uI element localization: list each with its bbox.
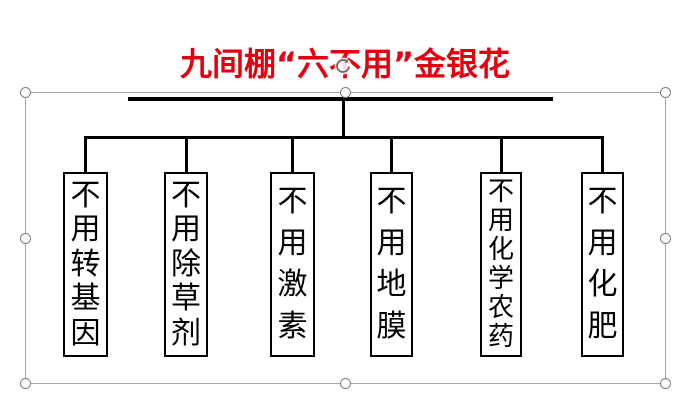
connector-top-bar [128, 97, 553, 101]
connector-stem [342, 100, 345, 138]
node-label-glyph: 化 [587, 267, 618, 303]
selection-handle-top-left[interactable] [19, 86, 31, 98]
node-box-herbicide[interactable]: 不用除草剂 [164, 172, 208, 357]
connector-branch [84, 136, 604, 139]
node-label-glyph: 地 [376, 267, 407, 303]
node-label-glyph: 不 [587, 184, 618, 220]
node-label-glyph: 草 [171, 281, 201, 316]
node-label-glyph: 化 [487, 235, 514, 265]
node-label-glyph: 不 [487, 177, 514, 207]
node-label-glyph: 用 [277, 225, 308, 261]
node-label-glyph: 转 [70, 246, 101, 282]
node-box-mulch-film[interactable]: 不用地膜 [370, 172, 413, 357]
connector-drop [84, 138, 87, 173]
selection-frame[interactable] [25, 92, 666, 384]
node-label-glyph: 学 [487, 264, 514, 294]
selection-handle-top[interactable] [339, 86, 351, 98]
selection-handle-top-right[interactable] [659, 86, 671, 98]
node-box-gmo[interactable]: 不用转基因 [63, 172, 108, 357]
connector-drop [185, 138, 188, 173]
node-label: 不用激素 [272, 174, 313, 355]
node-label-glyph: 不 [376, 184, 407, 220]
node-label-glyph: 用 [487, 206, 514, 236]
node-box-fertilizer[interactable]: 不用化肥 [581, 172, 624, 357]
node-label: 不用转基因 [65, 174, 106, 355]
node-label-glyph: 药 [487, 322, 514, 352]
selection-handle-bottom-right[interactable] [659, 377, 671, 389]
node-label-glyph: 用 [70, 212, 101, 247]
node-label-glyph: 膜 [376, 308, 407, 344]
connector-drop [390, 138, 393, 173]
selection-handle-bottom-left[interactable] [19, 377, 31, 389]
connector-drop [291, 138, 294, 173]
selection-handle-bottom[interactable] [339, 377, 351, 389]
node-box-hormone[interactable]: 不用激素 [270, 172, 315, 357]
node-label-glyph: 农 [487, 293, 514, 323]
node-label-glyph: 用 [376, 225, 407, 261]
node-label-glyph: 不 [171, 177, 201, 213]
connector-drop [601, 138, 604, 173]
node-box-pesticide[interactable]: 不用化学农药 [480, 172, 522, 357]
node-label-glyph: 不 [70, 177, 101, 213]
node-label-glyph: 素 [277, 308, 308, 344]
node-label-glyph: 剂 [171, 315, 201, 351]
node-label-glyph: 用 [171, 212, 201, 247]
node-label-glyph: 激 [277, 267, 308, 303]
node-label-glyph: 基 [70, 281, 101, 316]
node-label-glyph: 除 [171, 246, 201, 282]
node-label-glyph: 用 [587, 225, 618, 261]
node-label: 不用化肥 [583, 174, 622, 355]
node-label-glyph: 肥 [587, 308, 618, 344]
connector-drop [500, 138, 503, 173]
node-label: 不用化学农药 [482, 174, 520, 355]
node-label-glyph: 因 [70, 315, 101, 351]
selection-handle-left[interactable] [19, 232, 31, 244]
node-label: 不用地膜 [372, 174, 411, 355]
rotate-handle-icon[interactable] [334, 57, 352, 75]
selection-handle-right[interactable] [659, 232, 671, 244]
node-label-glyph: 不 [277, 184, 308, 220]
node-label: 不用除草剂 [166, 174, 206, 355]
